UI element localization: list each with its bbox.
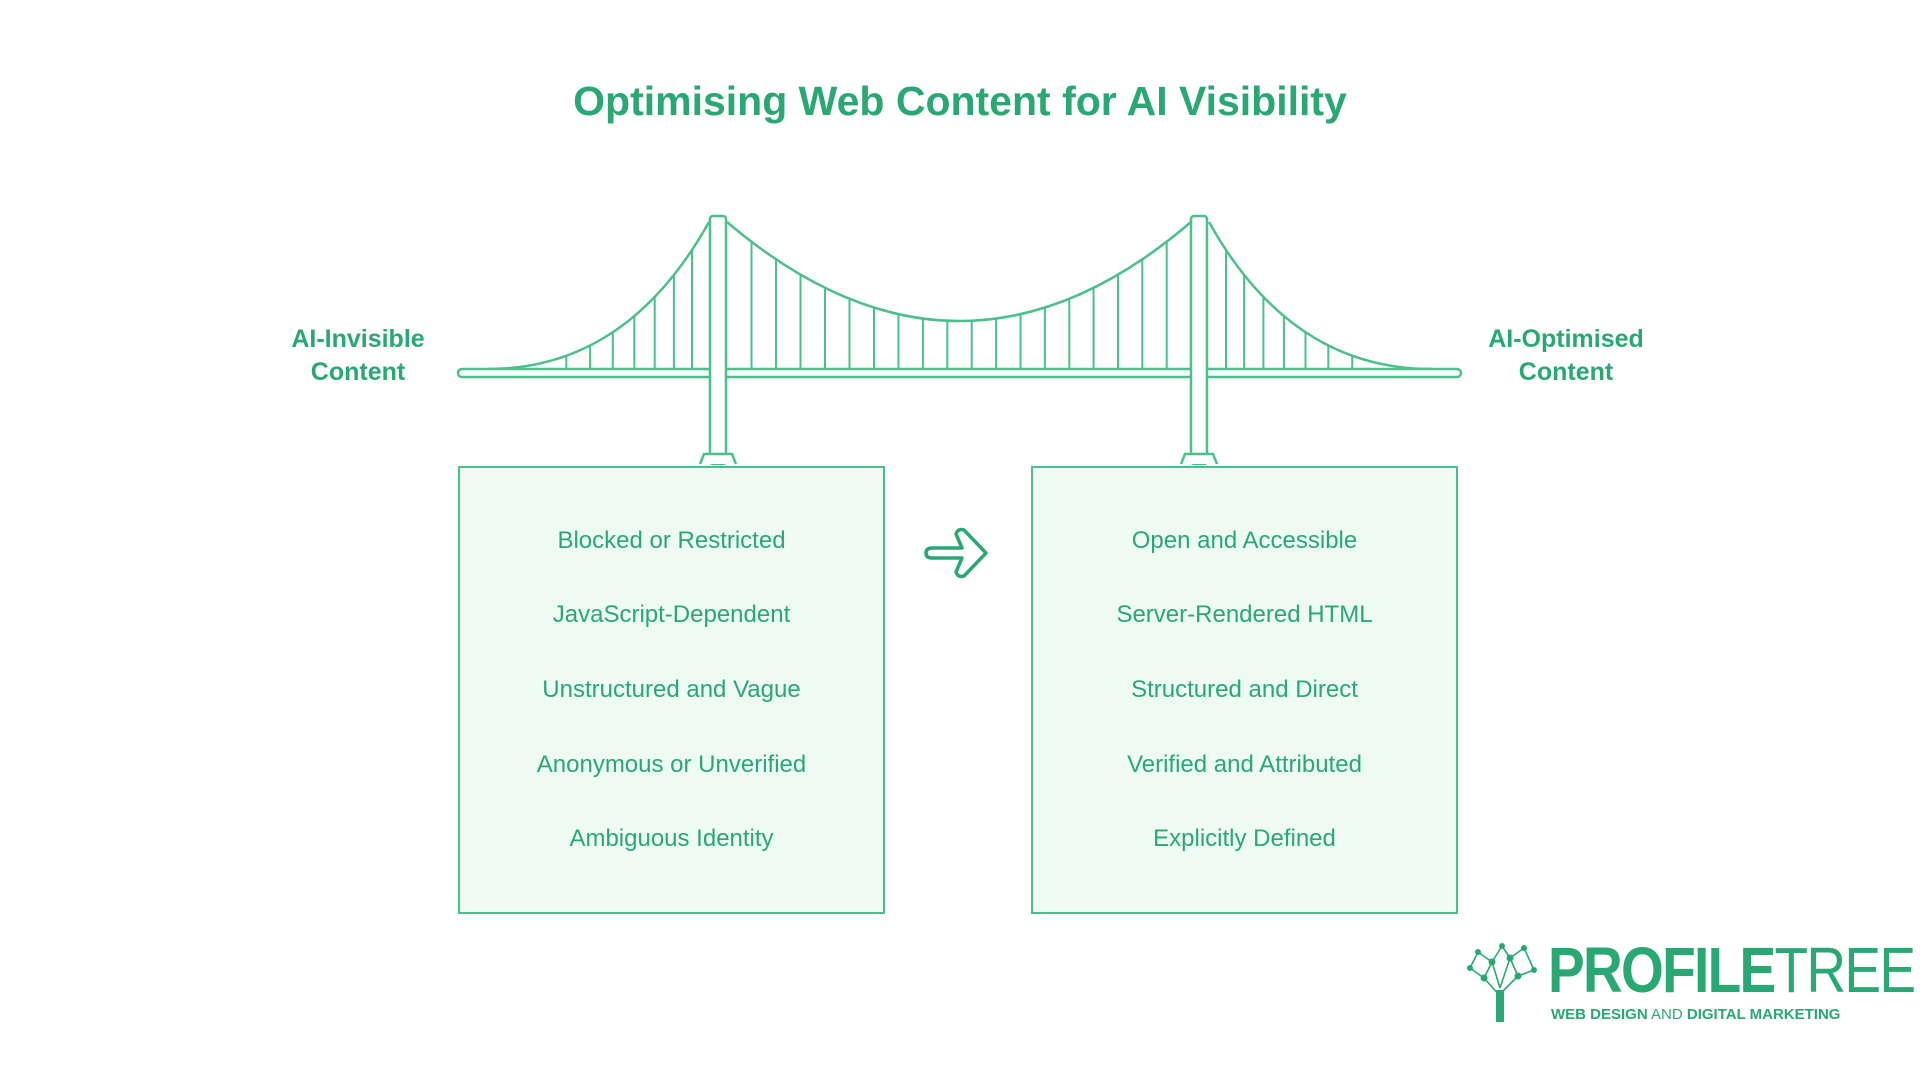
ai-invisible-box: Blocked or Restricted JavaScript-Depende… xyxy=(458,466,885,914)
bridge-tower-left xyxy=(698,214,738,466)
left-item: JavaScript-Dependent xyxy=(552,601,791,629)
suspension-bridge-icon xyxy=(456,214,1463,466)
right-item: Explicitly Defined xyxy=(1153,825,1336,853)
right-item: Server-Rendered HTML xyxy=(1116,601,1373,629)
page-title: Optimising Web Content for AI Visibility xyxy=(573,78,1347,124)
right-item: Verified and Attributed xyxy=(1127,750,1362,778)
logo-wordmark: PROFILETREE xyxy=(1548,938,1916,1002)
bridge-tower-right xyxy=(1179,214,1219,466)
left-side-label: AI-Invisible Content xyxy=(238,323,478,389)
logo-name-part1: PROFILE xyxy=(1548,934,1776,1006)
right-item: Open and Accessible xyxy=(1131,526,1358,554)
logo-tagline: WEB DESIGN AND DIGITAL MARKETING xyxy=(1551,1006,1840,1023)
left-item: Unstructured and Vague xyxy=(542,675,801,703)
profiletree-logo: PROFILETREE WEB DESIGN AND DIGITAL MARKE… xyxy=(1462,938,1916,1028)
tree-network-icon xyxy=(1467,943,1537,1022)
right-side-label: AI-Optimised Content xyxy=(1446,323,1686,389)
bridge-cable-center xyxy=(726,221,1192,323)
tagline-part2: AND xyxy=(1647,1006,1687,1023)
right-label-line1: AI-Optimised xyxy=(1488,325,1644,353)
logo-name-part2: TREE xyxy=(1774,934,1916,1006)
left-item: Anonymous or Unverified xyxy=(536,750,807,778)
right-item: Structured and Direct xyxy=(1131,675,1358,703)
bridge-cable-right xyxy=(1207,221,1432,371)
bridge-deck xyxy=(456,367,1463,379)
ai-optimised-box: Open and Accessible Server-Rendered HTML… xyxy=(1031,466,1458,914)
tagline-part1: WEB DESIGN xyxy=(1551,1006,1648,1023)
left-item: Blocked or Restricted xyxy=(557,526,786,554)
tagline-part3: DIGITAL MARKETING xyxy=(1686,1006,1841,1023)
right-label-line2: Content xyxy=(1518,358,1614,386)
arrow-right-icon xyxy=(924,527,988,579)
left-label-line1: AI-Invisible xyxy=(291,325,425,353)
left-label-line2: Content xyxy=(310,358,406,386)
left-item: Ambiguous Identity xyxy=(569,825,774,853)
bridge-cable-left xyxy=(487,221,711,371)
